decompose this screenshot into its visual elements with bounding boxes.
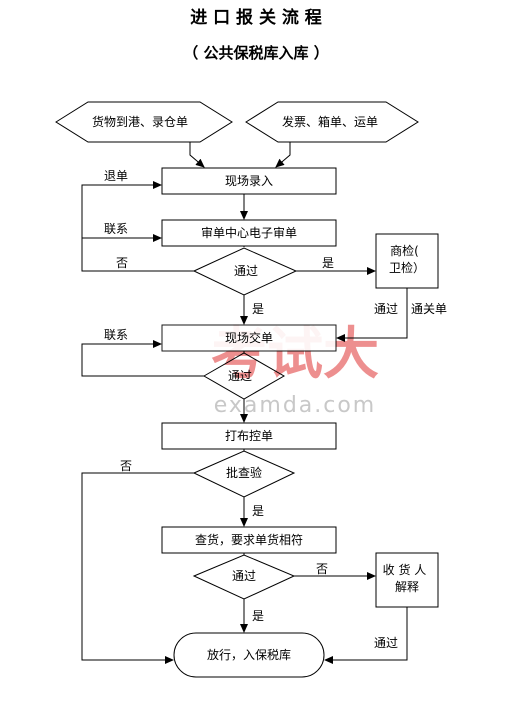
box-print-control: [161, 422, 337, 450]
page-title: 进 口 报 关 流 程: [190, 7, 322, 28]
label-check-goods: 查货，要求单货相符: [195, 532, 303, 547]
watermark-site: examda.com: [214, 393, 377, 418]
edge-label-yes-2: 是: [252, 302, 264, 316]
arrow-inspection-to-submit: [336, 288, 408, 342]
box-onsite-entry: [161, 167, 337, 195]
label-goods-arrival: 货物到港、录仓单: [92, 114, 188, 129]
edge-label-customs-clearance: 通关单: [411, 302, 447, 316]
edge-label-no-1: 否: [116, 256, 128, 270]
label-pass-2: 通过: [228, 369, 252, 383]
hexagon-invoice: [245, 101, 419, 143]
terminal-release: [173, 632, 325, 678]
diamond-pass-2: [202, 352, 286, 400]
edge-label-no-2: 否: [120, 459, 132, 473]
diamond-approve-inspect: [192, 450, 296, 498]
box-review-center: [161, 219, 337, 247]
label-pass-3: 通过: [232, 569, 256, 583]
label-inspection: 商检( 卫检）: [389, 240, 425, 275]
label-pass-1: 通过: [234, 264, 258, 278]
label-consignee-line1: 收 货 人: [383, 562, 427, 577]
label-release: 放行，入保税库: [207, 647, 291, 662]
label-onsite-entry: 现场录入: [225, 174, 273, 188]
box-check-goods: [161, 526, 337, 554]
edge-label-pass-a: 通过: [374, 302, 398, 316]
label-consignee-line2: 解释: [395, 580, 419, 594]
edge-label-yes-1: 是: [322, 256, 334, 270]
edge-label-yes-3: 是: [252, 504, 264, 518]
arrow-explain-to-release: [324, 607, 408, 664]
box-consignee-explain: [375, 552, 439, 608]
box-inspection: [375, 233, 439, 289]
label-consignee-explain: 收 货 人 解释: [383, 559, 432, 594]
label-print-control: 打布控单: [225, 429, 273, 443]
edge-label-return: 退单: [104, 169, 128, 183]
arrow-contact-2: [81, 340, 204, 377]
page-subtitle: （ 公共保税库入库 ）: [183, 44, 328, 62]
arrow-hex1-to-entry: [189, 142, 205, 168]
edge-label-contact-1: 联系: [104, 222, 128, 236]
edge-label-no-3: 否: [316, 562, 328, 576]
edge-label-contact-2: 联系: [104, 328, 128, 342]
label-inspection-line2: 卫检）: [389, 260, 425, 275]
label-inspection-line1: 商检(: [390, 243, 419, 258]
label-invoice: 发票、箱单、运单: [282, 114, 378, 129]
arrow-no-to-release: [81, 472, 194, 664]
label-onsite-submit: 现场交单: [225, 330, 273, 345]
label-approve-inspect: 批查验: [226, 465, 262, 480]
label-review-center: 审单中心电子审单: [201, 225, 297, 240]
edge-label-yes-4: 是: [252, 609, 264, 623]
arrow-no-return: [81, 181, 194, 272]
hexagon-goods-arrival: [55, 101, 233, 143]
arrow-hex2-to-entry: [275, 142, 291, 168]
edge-label-pass-b: 通过: [374, 636, 398, 650]
